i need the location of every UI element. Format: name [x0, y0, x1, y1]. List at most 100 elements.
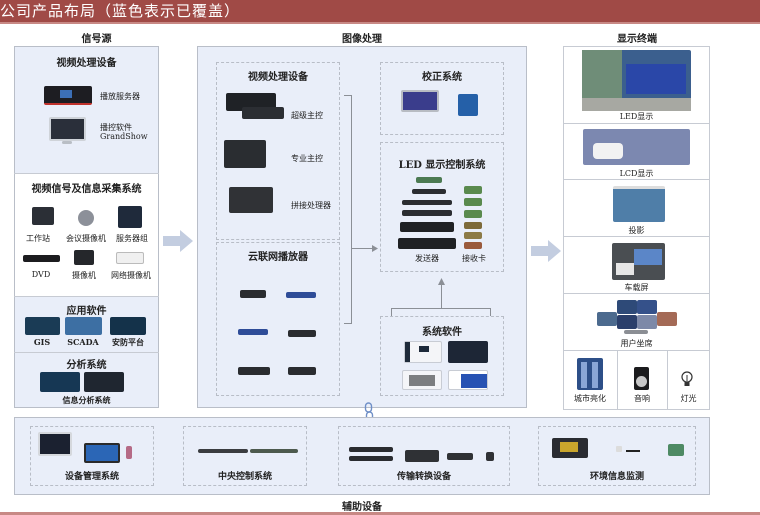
conference-camera-image — [78, 210, 94, 226]
scada-label: SCADA — [67, 337, 99, 347]
flow-arrow-right — [163, 230, 193, 252]
grandshow-monitor-image — [49, 117, 86, 141]
bracket-vertical — [351, 95, 352, 324]
playback-server-image — [44, 86, 92, 105]
receiver-card-1 — [464, 186, 482, 194]
router-5-image — [238, 367, 270, 375]
sender-card-image — [416, 177, 442, 183]
transceiver-image — [486, 452, 494, 461]
cloud-player-group — [216, 242, 340, 396]
system-software-group — [380, 316, 504, 396]
professional-master-image — [224, 140, 266, 168]
display-divider — [563, 123, 710, 124]
imac-image — [38, 432, 72, 456]
title-underline — [0, 22, 760, 24]
network-camera-image — [116, 252, 144, 264]
lighting-label: 灯光 — [680, 394, 697, 403]
environment-monitoring-group — [538, 426, 696, 486]
dvd-image — [23, 255, 60, 262]
security-platform-screenshot — [110, 317, 146, 335]
software-screenshot-4 — [448, 370, 488, 390]
calibration-group — [380, 62, 504, 135]
led-control-title: LED 显示控制系统 — [398, 160, 486, 171]
router-4-image — [288, 330, 316, 337]
seat-monitor-6 — [657, 312, 677, 326]
device-management-label: 设备管理系统 — [64, 472, 119, 482]
system-software-title: 系统软件 — [422, 327, 462, 338]
network-camera-label: 网络摄像机 — [111, 271, 151, 280]
camcorder-image — [74, 250, 94, 265]
super-master-label: 超级主控 — [291, 111, 323, 120]
acquisition-section — [15, 174, 158, 296]
workstation-image — [32, 207, 54, 225]
analysis-title: 分析系统 — [66, 360, 107, 371]
grandshow-label-2: GrandShow — [100, 132, 148, 141]
seat-monitor-4 — [617, 315, 637, 329]
seat-monitor-5 — [637, 315, 657, 329]
controller-board-image — [552, 438, 588, 458]
central-control-label: 中央控制系统 — [217, 472, 272, 482]
software-up-line — [441, 284, 442, 308]
scada-screenshot — [65, 317, 102, 335]
calibration-camera-image — [458, 94, 478, 116]
column-header-signal-source: 信号源 — [81, 34, 112, 45]
receiver-card-2 — [464, 198, 482, 206]
display-vdivider — [617, 350, 618, 410]
video-processing-group — [216, 62, 340, 240]
vehicle-screen-image — [612, 243, 665, 280]
bracket-top — [344, 95, 352, 96]
phone-image — [126, 446, 132, 459]
dvd-label: DVD — [31, 270, 51, 279]
audio-label: 音响 — [634, 394, 650, 403]
software-up-arrowhead — [438, 278, 445, 285]
seat-monitor-3 — [637, 300, 657, 314]
splicing-processor-image — [229, 187, 273, 213]
player-box-image — [288, 367, 316, 375]
software-screenshot-2 — [448, 341, 488, 363]
router-2-image — [286, 292, 316, 298]
section-divider — [14, 173, 159, 174]
display-divider — [563, 179, 710, 180]
central-control-group — [183, 426, 307, 486]
projection-screen-image — [613, 186, 665, 222]
transmission-label: 传输转换设备 — [396, 472, 451, 482]
display-vdivider — [667, 350, 668, 410]
tablet-image — [84, 443, 120, 463]
switch-1-image — [349, 447, 393, 452]
bracket-connector — [351, 248, 376, 249]
bottom-rule — [0, 512, 760, 515]
led-display-label: LED显示 — [619, 112, 654, 121]
software-screenshot-3 — [402, 370, 442, 390]
splicing-processor-label: 拼接处理器 — [291, 201, 331, 210]
laptop-image — [401, 90, 439, 112]
central-control-unit-1 — [198, 449, 248, 453]
super-master-image — [226, 93, 276, 111]
city-lighting-label: 城市亮化 — [574, 394, 606, 403]
sender-2-image — [402, 200, 452, 205]
professional-master-label: 专业主控 — [291, 154, 323, 163]
sender-3-image — [402, 210, 452, 216]
receiver-card-5 — [464, 232, 482, 239]
user-seat-label: 用户坐席 — [620, 339, 653, 348]
software-bracket-left — [391, 308, 392, 316]
sender-4-image — [400, 222, 454, 232]
city-lighting-image — [577, 358, 603, 390]
analysis-screenshot-2 — [84, 372, 124, 392]
page-title: 公司产品布局（蓝色表示已覆盖） — [0, 2, 241, 20]
switch-2-image — [349, 456, 393, 461]
monitor-stand — [62, 141, 72, 144]
led-display-image — [582, 50, 691, 111]
receiver-card-label: 接收卡 — [462, 254, 486, 263]
projection-label: 投影 — [628, 226, 645, 235]
application-software-title: 应用软件 — [66, 306, 107, 317]
gis-screenshot — [25, 317, 60, 335]
info-analysis-label: 信息分析系统 — [62, 395, 111, 405]
column-header-image-processing: 图像处理 — [342, 34, 382, 45]
converter-box-image — [405, 450, 439, 462]
router-1-image — [240, 290, 266, 298]
software-bracket-right — [490, 308, 491, 316]
acquisition-title: 视频信号及信息采集系统 — [31, 184, 142, 195]
sender-1-image — [412, 189, 446, 194]
flow-arrow-right — [531, 240, 561, 262]
led-control-group — [380, 142, 504, 272]
